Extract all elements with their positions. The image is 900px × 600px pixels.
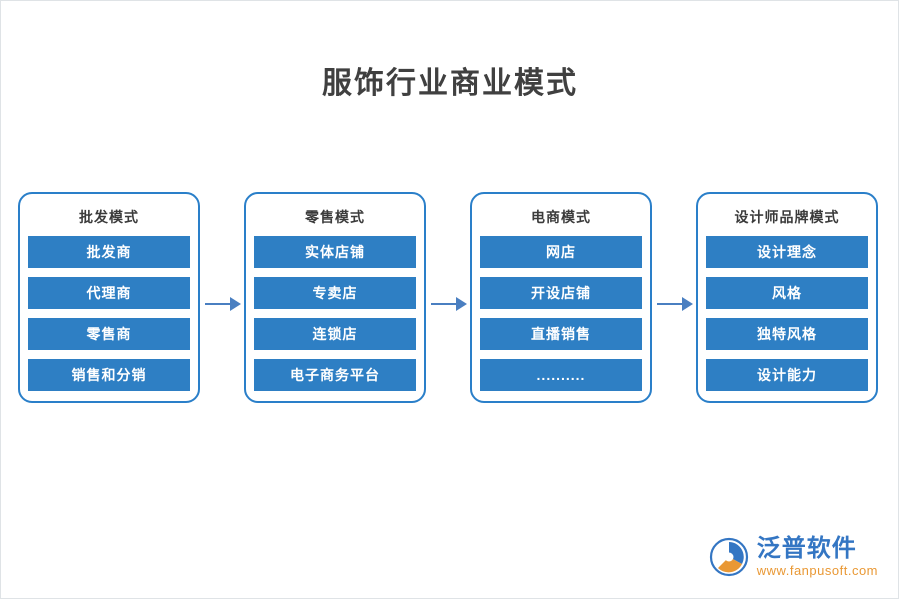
flow-arrow-1 <box>200 192 244 400</box>
flow-item: 电子商务平台 <box>254 359 416 391</box>
arrow-shaft <box>205 303 232 305</box>
flow-item: 直播销售 <box>480 318 642 350</box>
watermark-brand: 泛普软件 <box>756 535 857 563</box>
arrow-head-icon <box>682 297 693 311</box>
column-header: 电商模式 <box>531 209 591 225</box>
column-header: 批发模式 <box>79 209 139 225</box>
watermark-text: 泛普软件 www.fanpusoft.com <box>757 536 878 578</box>
flow-column-wholesale: 批发模式 批发商 代理商 零售商 销售和分销 <box>18 192 200 403</box>
business-model-flow: 批发模式 批发商 代理商 零售商 销售和分销 零售模式 实体店铺 专卖店 连锁店… <box>18 192 884 403</box>
flow-item: 实体店铺 <box>254 236 416 268</box>
flow-column-retail: 零售模式 实体店铺 专卖店 连锁店 电子商务平台 <box>244 192 426 403</box>
flow-item: 风格 <box>706 277 868 309</box>
watermark-url: www.fanpusoft.com <box>756 563 878 579</box>
flow-item: 零售商 <box>28 318 190 350</box>
flow-item: .......... <box>480 359 642 391</box>
page-title: 服饰行业商业模式 <box>322 67 578 100</box>
arrow-shaft <box>657 303 684 305</box>
flow-arrow-2 <box>426 192 470 400</box>
watermark: 泛普软件 www.fanpusoft.com <box>709 536 878 578</box>
flow-item: 代理商 <box>28 277 190 309</box>
flow-column-ecommerce: 电商模式 网店 开设店铺 直播销售 .......... <box>470 192 652 403</box>
flow-item: 批发商 <box>28 236 190 268</box>
flow-item: 设计理念 <box>706 236 868 268</box>
flow-arrow-3 <box>652 192 696 400</box>
column-header: 设计师品牌模式 <box>734 209 840 225</box>
arrow-head-icon <box>456 297 467 311</box>
flow-item: 开设店铺 <box>480 277 642 309</box>
flow-item: 专卖店 <box>254 277 416 309</box>
flow-item: 连锁店 <box>254 318 416 350</box>
flow-item: 销售和分销 <box>28 359 190 391</box>
flow-item: 网店 <box>480 236 642 268</box>
arrow-shaft <box>431 303 458 305</box>
flow-item: 设计能力 <box>706 359 868 391</box>
arrow-head-icon <box>230 297 241 311</box>
flow-item: 独特风格 <box>706 318 868 350</box>
fanpu-logo-icon <box>709 537 749 577</box>
flow-column-designer-brand: 设计师品牌模式 设计理念 风格 独特风格 设计能力 <box>696 192 878 403</box>
column-header: 零售模式 <box>305 209 365 225</box>
